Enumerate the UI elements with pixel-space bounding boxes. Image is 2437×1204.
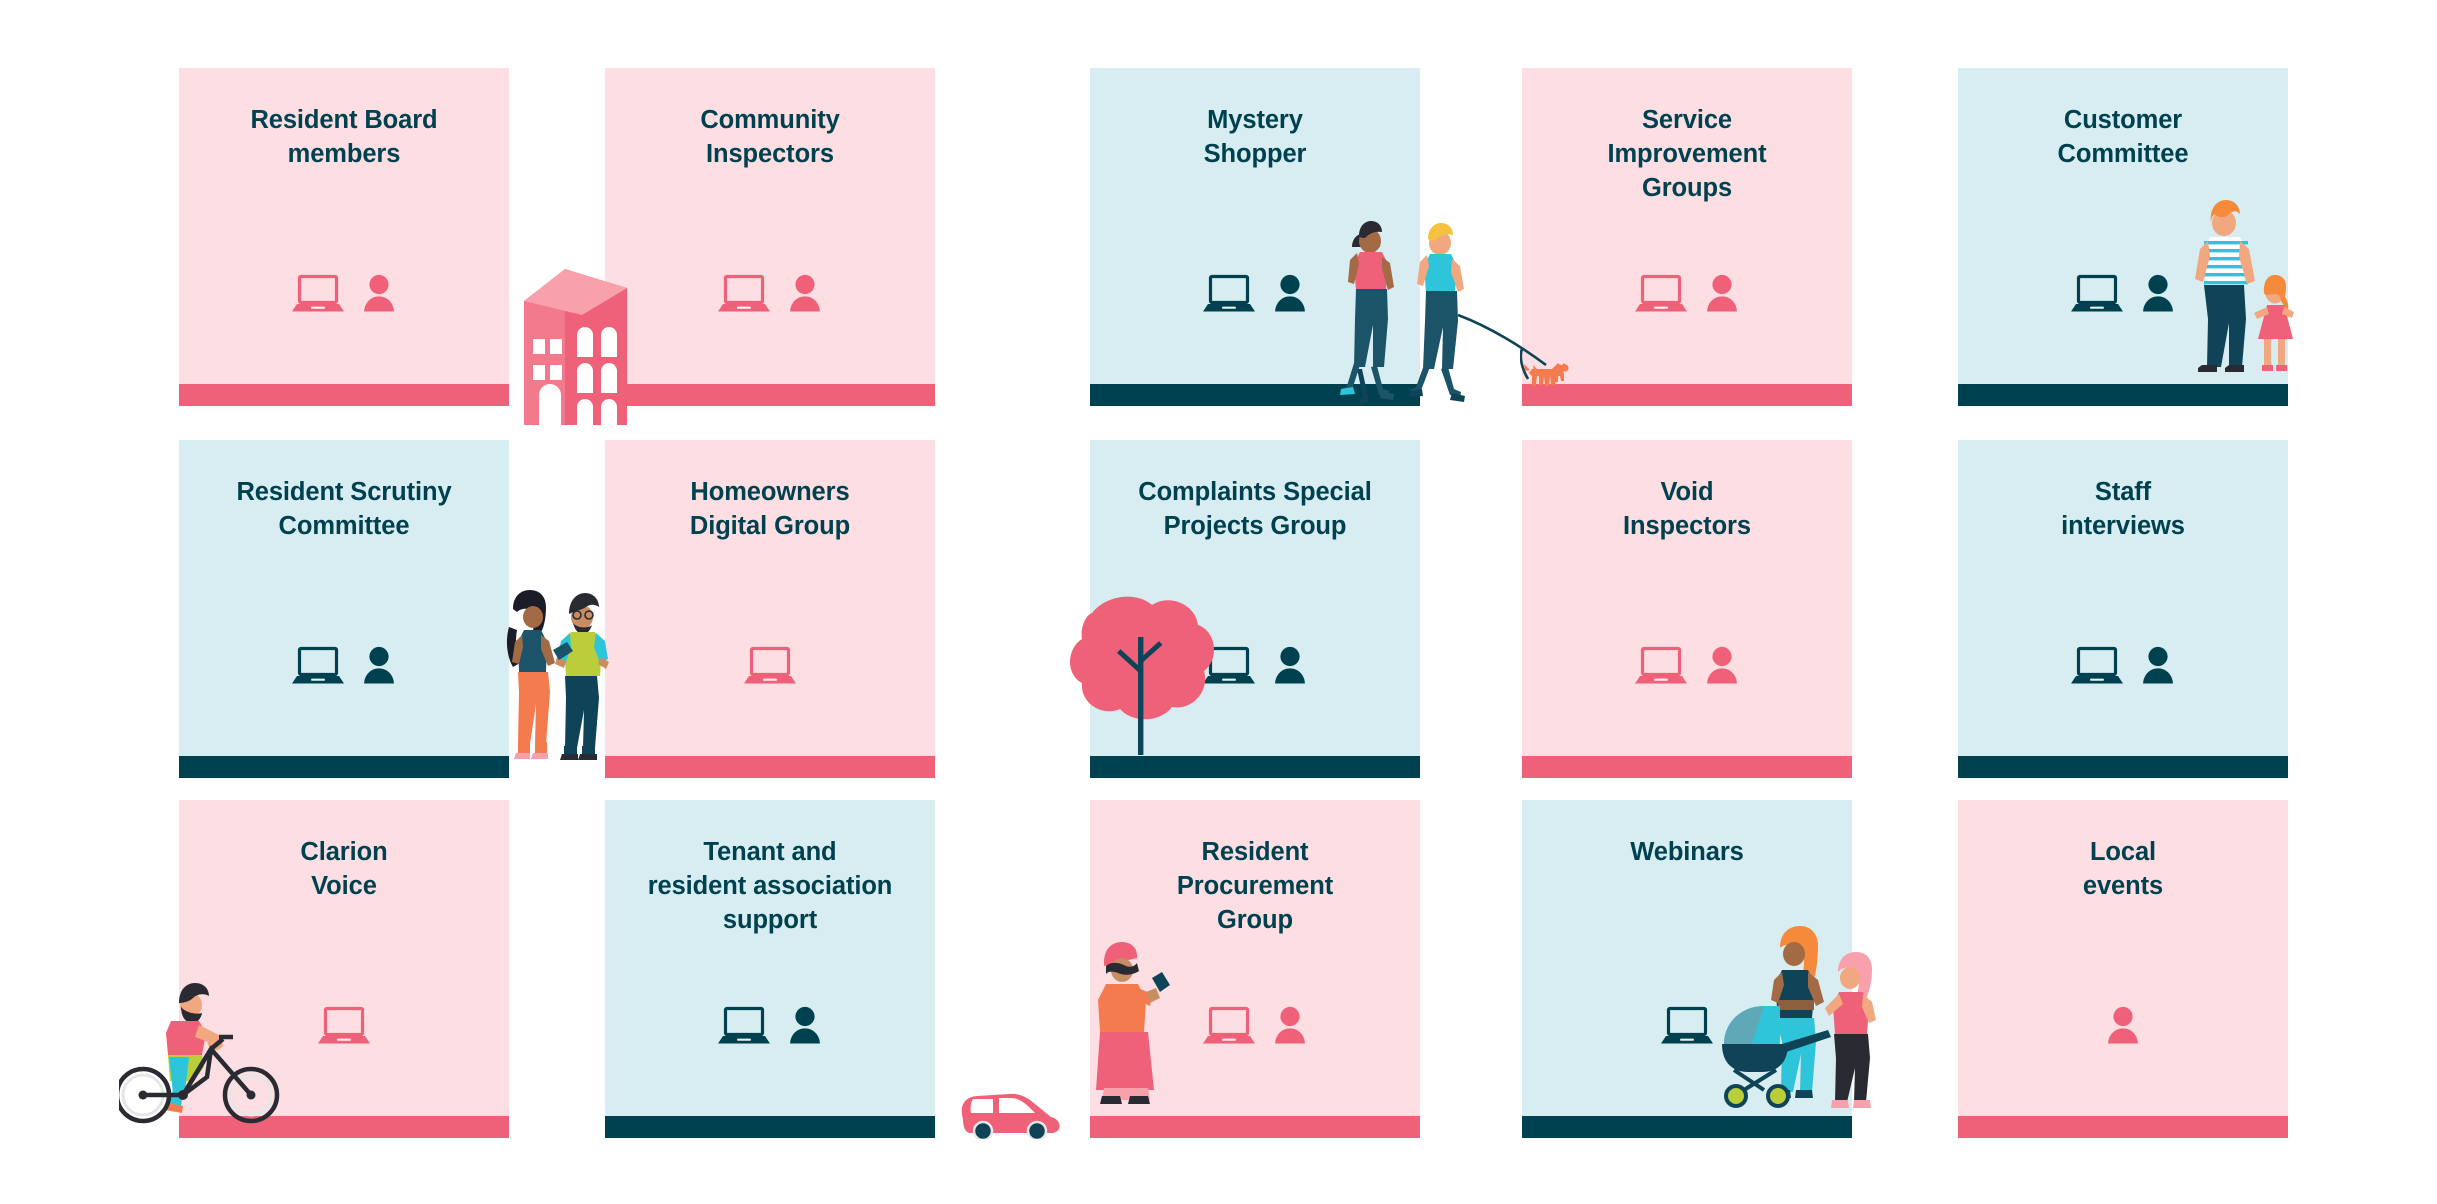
card-title: Tenant and resident association support (647, 838, 893, 934)
card-clarion-voice[interactable]: Clarion Voice (114, 800, 509, 1138)
card-resident-scrutiny-committee[interactable]: Resident Scrutiny Committee (179, 440, 609, 778)
card-title: Mystery Shopper (1203, 106, 1307, 168)
card-title: Staff interviews (2061, 478, 2185, 540)
card-community-inspectors[interactable]: Community Inspectors (524, 68, 935, 425)
card-bottom-bar (179, 384, 509, 406)
card-staff-interviews[interactable]: Staff interviews (1958, 440, 2288, 778)
card-background (179, 440, 509, 778)
car-illustration (957, 1077, 1067, 1144)
card-title: Resident Board members (250, 106, 438, 168)
card-bottom-bar (1958, 384, 2288, 406)
card-local-events[interactable]: Local events (1958, 800, 2288, 1138)
card-bottom-bar (179, 1116, 509, 1138)
card-bottom-bar (1090, 384, 1420, 406)
card-bottom-bar (1958, 1116, 2288, 1138)
card-background (605, 440, 935, 778)
card-background (605, 800, 935, 1138)
card-bottom-bar (179, 756, 509, 778)
card-resident-procurement-group[interactable]: Resident Procurement Group (1090, 800, 1420, 1138)
card-background (1522, 440, 1852, 778)
card-title: Homeowners Digital Group (689, 478, 851, 540)
card-title: Service Improvement Groups (1607, 106, 1767, 202)
card-title: Resident Scrutiny Committee (236, 478, 452, 540)
card-customer-committee[interactable]: Customer Committee (1958, 68, 2294, 406)
card-background (179, 68, 509, 406)
card-webinars[interactable]: Webinars (1522, 800, 1876, 1138)
card-complaints-special-projects-group[interactable]: Complaints Special Projects Group (1070, 440, 1420, 778)
card-bottom-bar (1090, 756, 1420, 778)
card-title: Community Inspectors (700, 106, 840, 168)
card-bottom-bar (605, 384, 935, 406)
card-title: Customer Committee (2057, 106, 2189, 168)
car-illustration (961, 1093, 1060, 1142)
card-void-inspectors[interactable]: Void Inspectors (1522, 440, 1852, 778)
card-tenant-and-resident-association-support[interactable]: Tenant and resident association support (605, 800, 1060, 1142)
card-background (1522, 68, 1852, 406)
card-background (1958, 800, 2288, 1138)
card-bottom-bar (1090, 1116, 1420, 1138)
card-bottom-bar (1522, 756, 1852, 778)
card-title: Resident Procurement Group (1176, 838, 1334, 934)
card-title: Webinars (1630, 838, 1744, 866)
card-title: Local events (2082, 838, 2164, 900)
card-title: Complaints Special Projects Group (1138, 478, 1372, 540)
card-bottom-bar (1522, 1116, 1852, 1138)
card-bottom-bar (1958, 756, 2288, 778)
card-background (605, 68, 935, 406)
card-bottom-bar (605, 756, 935, 778)
card-homeowners-digital-group[interactable]: Homeowners Digital Group (605, 440, 935, 778)
card-title: Clarion Voice (300, 838, 388, 900)
card-resident-board-members[interactable]: Resident Board members (179, 68, 509, 406)
card-background (1958, 440, 2288, 778)
card-service-improvement-groups[interactable]: Service Improvement Groups (1519, 68, 1852, 406)
card-title: Void Inspectors (1623, 478, 1751, 540)
card-mystery-shopper[interactable]: Mystery Shopper (1090, 68, 1569, 406)
card-bottom-bar (1522, 384, 1852, 406)
card-bottom-bar (605, 1116, 935, 1138)
